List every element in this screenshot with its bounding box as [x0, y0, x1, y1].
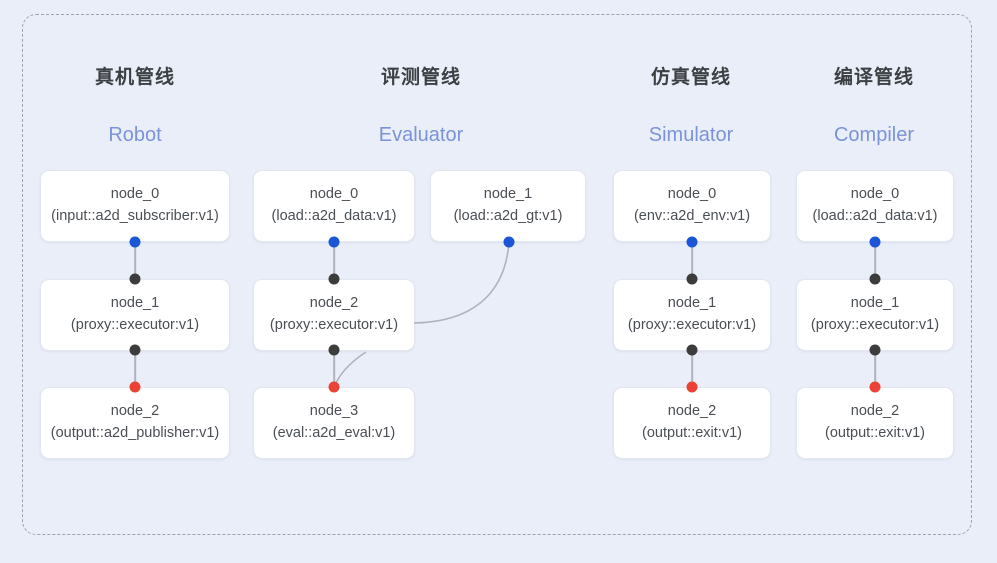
node-compiler-1[interactable]: node_1 (proxy::executor:v1)	[796, 279, 954, 351]
column-title-cn-simulator: 仿真管线	[650, 67, 731, 88]
node-type: (input::a2d_subscriber:v1)	[51, 208, 219, 224]
node-simulator-0[interactable]: node_0 (env::a2d_env:v1)	[613, 170, 771, 242]
port-output-robot-1[interactable]	[129, 344, 141, 356]
column-title-en-robot: Robot	[108, 124, 162, 146]
node-name: node_1	[850, 295, 900, 312]
port-input-robot-1[interactable]	[129, 273, 141, 285]
port-input-evaluator-2[interactable]	[328, 273, 340, 285]
port-output-evaluator-1-gt[interactable]	[503, 236, 515, 248]
node-robot-1[interactable]: node_1 (proxy::executor:v1)	[40, 279, 230, 351]
edge-executor-to-eval	[333, 351, 367, 388]
node-compiler-2[interactable]: node_2 (output::exit:v1)	[796, 387, 954, 459]
port-output-simulator-0[interactable]	[686, 236, 698, 248]
port-output-robot-0[interactable]	[129, 236, 141, 248]
column-title-en-compiler: Compiler	[833, 124, 915, 146]
column-title-en-evaluator: Evaluator	[378, 124, 464, 146]
node-robot-2[interactable]: node_2 (output::a2d_publisher:v1)	[40, 387, 230, 459]
edge-evaluator-0-2	[333, 241, 335, 279]
node-type: (env::a2d_env:v1)	[633, 208, 751, 224]
node-name: node_1	[483, 186, 533, 203]
port-output-evaluator-2[interactable]	[328, 344, 340, 356]
node-name: node_0	[110, 186, 160, 203]
edge-simulator-1-2	[691, 349, 693, 387]
node-type: (load::a2d_gt:v1)	[453, 208, 563, 224]
edge-compiler-0-1	[874, 241, 876, 279]
port-input-compiler-2[interactable]	[869, 381, 881, 393]
node-evaluator-0[interactable]: node_0 (load::a2d_data:v1)	[253, 170, 415, 242]
node-type: (proxy::executor:v1)	[269, 317, 399, 333]
column-title-cn-compiler: 编译管线	[833, 67, 914, 88]
port-output-evaluator-0[interactable]	[328, 236, 340, 248]
node-compiler-0[interactable]: node_0 (load::a2d_data:v1)	[796, 170, 954, 242]
edge-simulator-0-1	[691, 241, 693, 279]
node-type: (load::a2d_data:v1)	[271, 208, 397, 224]
edge-robot-1-2	[134, 349, 136, 387]
node-simulator-2[interactable]: node_2 (output::exit:v1)	[613, 387, 771, 459]
node-evaluator-2[interactable]: node_2 (proxy::executor:v1)	[253, 279, 415, 351]
node-name: node_2	[667, 403, 717, 420]
node-name: node_0	[309, 186, 359, 203]
port-output-compiler-0[interactable]	[869, 236, 881, 248]
node-name: node_1	[667, 295, 717, 312]
edge-gt-to-executor	[413, 241, 510, 324]
port-input-robot-2[interactable]	[129, 381, 141, 393]
port-output-compiler-1[interactable]	[869, 344, 881, 356]
edge-robot-0-1	[134, 241, 136, 279]
edge-compiler-1-2	[874, 349, 876, 387]
node-type: (proxy::executor:v1)	[810, 317, 940, 333]
column-title-en-simulator: Simulator	[648, 124, 734, 146]
node-type: (output::exit:v1)	[825, 425, 925, 441]
node-simulator-1[interactable]: node_1 (proxy::executor:v1)	[613, 279, 771, 351]
node-name: node_2	[309, 295, 359, 312]
node-type: (proxy::executor:v1)	[627, 317, 757, 333]
node-type: (eval::a2d_eval:v1)	[272, 425, 396, 441]
node-type: (load::a2d_data:v1)	[812, 208, 938, 224]
node-name: node_0	[667, 186, 717, 203]
column-title-cn-robot: 真机管线	[94, 67, 175, 88]
node-name: node_2	[850, 403, 900, 420]
port-input-simulator-1[interactable]	[686, 273, 698, 285]
node-type: (output::exit:v1)	[642, 425, 742, 441]
node-name: node_2	[110, 403, 160, 420]
port-input-simulator-2[interactable]	[686, 381, 698, 393]
node-name: node_0	[850, 186, 900, 203]
node-name: node_1	[110, 295, 160, 312]
port-input-compiler-1[interactable]	[869, 273, 881, 285]
port-output-simulator-1[interactable]	[686, 344, 698, 356]
column-title-cn-evaluator: 评测管线	[380, 67, 461, 88]
node-name: node_3	[309, 403, 359, 420]
node-evaluator-1-gt[interactable]: node_1 (load::a2d_gt:v1)	[430, 170, 586, 242]
port-input-evaluator-3[interactable]	[328, 381, 340, 393]
node-robot-0[interactable]: node_0 (input::a2d_subscriber:v1)	[40, 170, 230, 242]
node-evaluator-3[interactable]: node_3 (eval::a2d_eval:v1)	[253, 387, 415, 459]
node-type: (proxy::executor:v1)	[70, 317, 200, 333]
node-type: (output::a2d_publisher:v1)	[50, 425, 220, 441]
